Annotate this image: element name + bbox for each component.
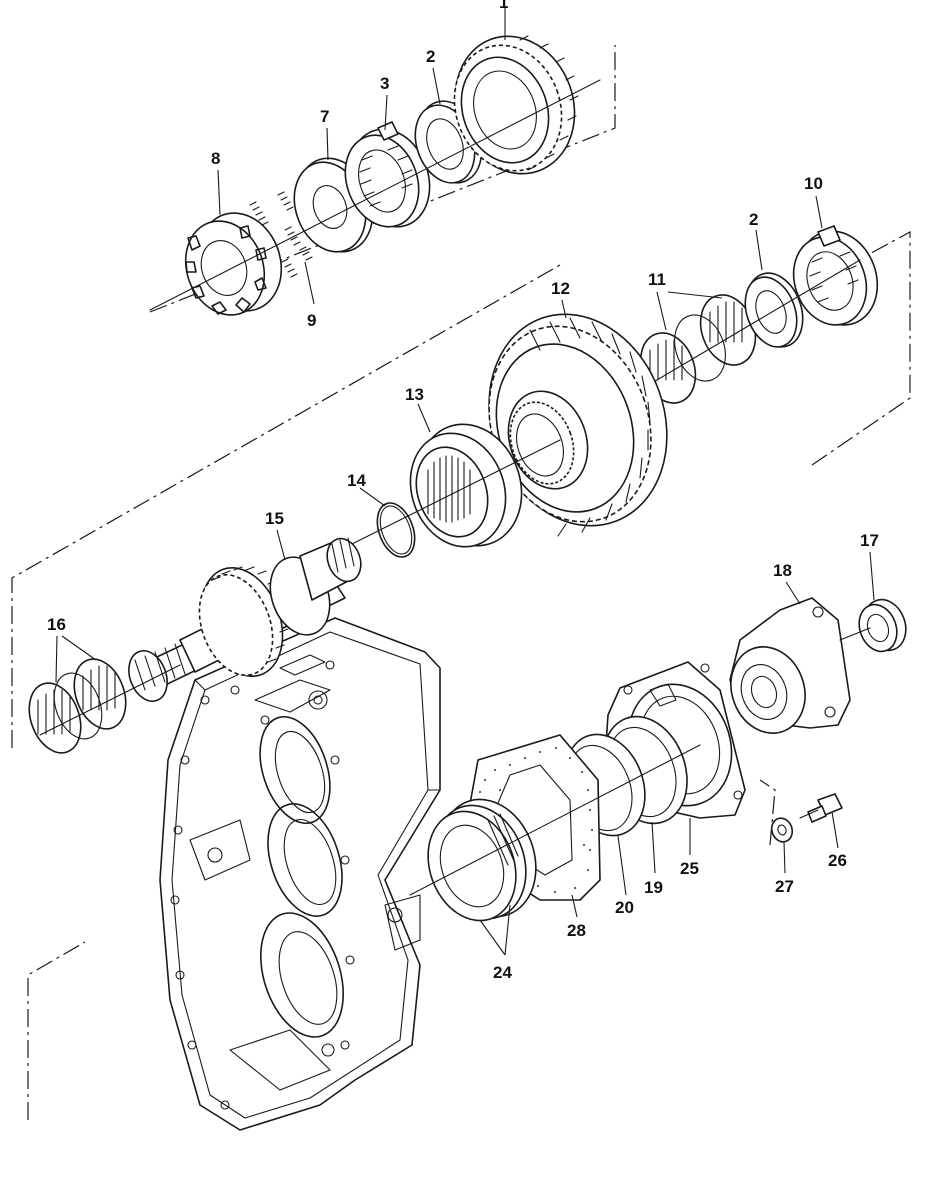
label-part-12: 12 (551, 279, 570, 298)
part-15-shaft (128, 537, 362, 702)
gearbox-housing (159, 617, 441, 1131)
axis-lower (409, 744, 701, 896)
label-part-2: 2 (426, 47, 435, 66)
part-24-shims (427, 798, 537, 922)
section-boundaries (11, 45, 911, 1120)
label-part-15: 15 (265, 509, 284, 528)
axis-upper (149, 79, 601, 311)
part-27-washer (770, 817, 794, 843)
label-part-1: 1 (499, 0, 508, 12)
part-14-circlip (376, 502, 416, 558)
label-part-17: 17 (860, 531, 879, 550)
part-10-bearing (792, 225, 879, 326)
part-labels: 1 2 3 7 8 9 10 2 11 12 13 14 15 16 17 18… (47, 0, 879, 982)
label-part-26: 26 (828, 851, 847, 870)
label-part-10: 10 (804, 174, 823, 193)
label-part-8: 8 (211, 149, 220, 168)
leader-lines (55, 8, 875, 956)
part-1-gear (453, 35, 579, 175)
part-12-main-gear (488, 313, 668, 537)
label-part-13: 13 (405, 385, 424, 404)
label-part-27: 27 (775, 877, 794, 896)
label-part-16: 16 (47, 615, 66, 634)
part-8-sliding-sleeve (184, 212, 283, 316)
label-part-7: 7 (320, 107, 329, 126)
label-part-28: 28 (567, 921, 586, 940)
part-26-bolt (799, 793, 843, 823)
label-part-9: 9 (307, 311, 316, 330)
axis-middle-right (639, 259, 861, 391)
part-18-output-flange (729, 597, 851, 734)
axis-shaft (39, 664, 181, 736)
part-17-nut (858, 598, 907, 653)
label-part-18: 18 (773, 561, 792, 580)
label-part-24: 24 (493, 963, 512, 982)
part-9-springs (249, 191, 313, 278)
label-part-19: 19 (644, 878, 663, 897)
label-part-14: 14 (347, 471, 366, 490)
part-16-needle-cages (28, 658, 127, 754)
axis-middle (349, 439, 561, 546)
label-part-2: 2 (749, 210, 758, 229)
label-part-3: 3 (380, 74, 389, 93)
label-part-25: 25 (680, 859, 699, 878)
label-part-20: 20 (615, 898, 634, 917)
label-part-11: 11 (648, 270, 666, 289)
axis-flange (839, 627, 871, 641)
